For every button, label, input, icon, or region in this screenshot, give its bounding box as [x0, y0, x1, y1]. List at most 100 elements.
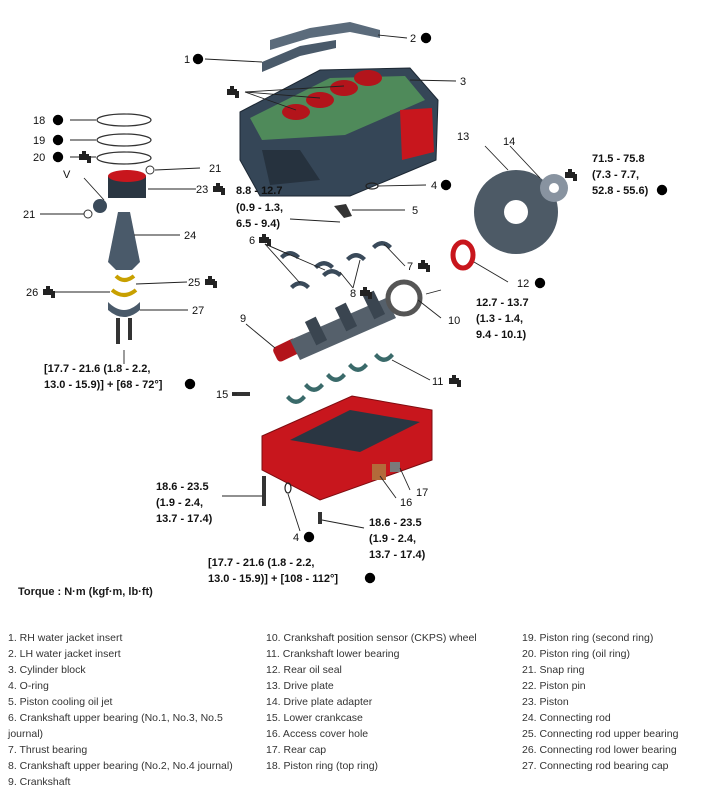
torque-main-1: [17.7 - 21.6 (1.8 - 2.2,	[208, 557, 314, 569]
snap-ring-lower	[83, 209, 93, 219]
torque-drive-plate-1: 71.5 - 75.8	[592, 153, 645, 165]
do-not-reuse-icon	[656, 184, 668, 196]
piston-ring-second	[96, 133, 152, 147]
access-cover	[372, 462, 400, 480]
piston-ring-oil	[96, 151, 152, 165]
o-ring-lower	[284, 482, 292, 494]
conrod-bearing-cap	[108, 302, 140, 317]
legend-item: 23. Piston	[522, 696, 569, 708]
torque-drive-plate-2: (7.3 - 7.7,	[592, 169, 639, 181]
torque-ckps-1: 12.7 - 13.7	[476, 297, 529, 309]
torque-wrench-icon	[449, 375, 461, 387]
do-not-reuse-icon	[364, 572, 376, 584]
legend-column-3: 19. Piston ring (second ring) 20. Piston …	[522, 630, 701, 774]
legend-item: 10. Crankshaft position sensor (CKPS) wh…	[266, 632, 477, 644]
legend-item: 24. Connecting rod	[522, 712, 611, 724]
torque-lower-right-1: 18.6 - 23.5	[369, 517, 422, 529]
do-not-reuse-icon	[303, 531, 315, 543]
do-not-reuse-icon	[52, 114, 64, 126]
callout-9: 9	[240, 313, 246, 325]
legend-item: 26. Connecting rod lower bearing	[522, 744, 677, 756]
legend-item: 6. Crankshaft upper bearing (No.1, No.3,…	[8, 712, 223, 740]
piston	[108, 170, 146, 198]
torque-wrench-icon	[213, 183, 225, 195]
do-not-reuse-icon	[534, 277, 546, 289]
callout-22: V	[63, 169, 71, 181]
main-bolt	[262, 476, 266, 506]
torque-jet-2: (0.9 - 1.3,	[236, 202, 283, 214]
torque-lower-left-1: 18.6 - 23.5	[156, 481, 209, 493]
callout-18: 18	[33, 115, 45, 127]
torque-lower-left-2: (1.9 - 2.4,	[156, 497, 203, 509]
callout-20: 20	[33, 152, 45, 164]
torque-wrench-icon	[565, 169, 577, 181]
block-deck	[250, 76, 425, 140]
piston-pin	[93, 199, 107, 213]
crankshaft-lower-bearings	[286, 353, 394, 404]
torque-drive-plate-3: 52.8 - 55.6)	[592, 185, 649, 197]
torque-jet-3: 6.5 - 9.4)	[236, 218, 280, 230]
callout-8: 8	[350, 288, 356, 300]
callout-5: 5	[412, 205, 418, 217]
lower-bolt-short	[318, 512, 322, 524]
legend-item: 12. Rear oil seal	[266, 664, 342, 676]
torque-wrench-icon	[205, 276, 217, 288]
torque-main-2: 13.0 - 15.9)] + [108 - 112°]	[208, 573, 338, 585]
callout-4-lower: 4	[293, 532, 299, 544]
exploded-diagram: 1 2 3 18 19 20 21 V 23 21 24 25 26 27 4 …	[23, 22, 668, 585]
callout-26: 26	[26, 287, 38, 299]
callout-21-lower: 21	[23, 209, 35, 221]
conrod-bolt-right	[128, 318, 132, 340]
callout-24: 24	[184, 230, 196, 242]
do-not-reuse-icon	[52, 151, 64, 163]
callout-14: 14	[503, 136, 515, 148]
callout-25: 25	[188, 277, 200, 289]
piston-cooling-oil-jet	[334, 204, 352, 218]
callout-17: 17	[416, 487, 428, 499]
legend-item: 25. Connecting rod upper bearing	[522, 728, 679, 740]
legend-item: 19. Piston ring (second ring)	[522, 632, 654, 644]
legend-item: 8. Crankshaft upper bearing (No.2, No.4 …	[8, 760, 233, 772]
crankshaft	[273, 290, 396, 362]
callout-3: 3	[460, 76, 466, 88]
piston-ring-top	[96, 113, 152, 127]
callout-23: 23	[196, 184, 208, 196]
snap-ring-upper	[145, 165, 155, 175]
torque-ckps-3: 9.4 - 10.1)	[476, 329, 526, 341]
legend-item: 22. Piston pin	[522, 680, 586, 692]
do-not-reuse-icon	[52, 134, 64, 146]
callout-21-upper: 21	[209, 163, 221, 175]
conrod-lower-bearing	[110, 288, 138, 297]
block-rear-face	[400, 108, 434, 160]
torque-lower-right-2: (1.9 - 2.4,	[369, 533, 416, 545]
torque-jet-1: 8.8 - 12.7	[236, 185, 282, 197]
torque-specs: 8.8 - 12.7 (0.9 - 1.3, 6.5 - 9.4) 71.5 -…	[44, 153, 668, 585]
callouts: 1 2 3 18 19 20 21 V 23 21 24 25 26 27 4 …	[23, 32, 577, 544]
legend-item: 27. Connecting rod bearing cap	[522, 760, 669, 772]
legend-item: 4. O-ring	[8, 680, 49, 692]
torque-wrench-icon	[43, 286, 55, 298]
callout-15: 15	[216, 389, 228, 401]
callout-16: 16	[400, 497, 412, 509]
torque-ckps-2: (1.3 - 1.4,	[476, 313, 523, 325]
callout-19: 19	[33, 135, 45, 147]
legend-item: 18. Piston ring (top ring)	[266, 760, 379, 772]
torque-conrod-1: [17.7 - 21.6 (1.8 - 2.2,	[44, 363, 150, 375]
callout-4-upper: 4	[431, 180, 437, 192]
legend-item: 13. Drive plate	[266, 680, 334, 692]
torque-lower-right-3: 13.7 - 17.4)	[369, 549, 426, 561]
lower-crankcase	[261, 395, 433, 501]
conrod-upper-bearing	[114, 274, 136, 282]
callout-7: 7	[407, 261, 413, 273]
legend-item: 21. Snap ring	[522, 664, 585, 676]
conrod-bolt-left	[116, 318, 120, 344]
legend-item: 2. LH water jacket insert	[8, 648, 121, 660]
leader-lines	[40, 34, 541, 532]
water-jacket-insert-rh	[262, 40, 336, 72]
block-skirt	[262, 150, 320, 185]
ckps-wheel	[385, 279, 423, 317]
torque-lower-left-3: 13.7 - 17.4)	[156, 513, 213, 525]
callout-1: 1	[184, 54, 190, 66]
legend-item: 20. Piston ring (oil ring)	[522, 648, 630, 660]
